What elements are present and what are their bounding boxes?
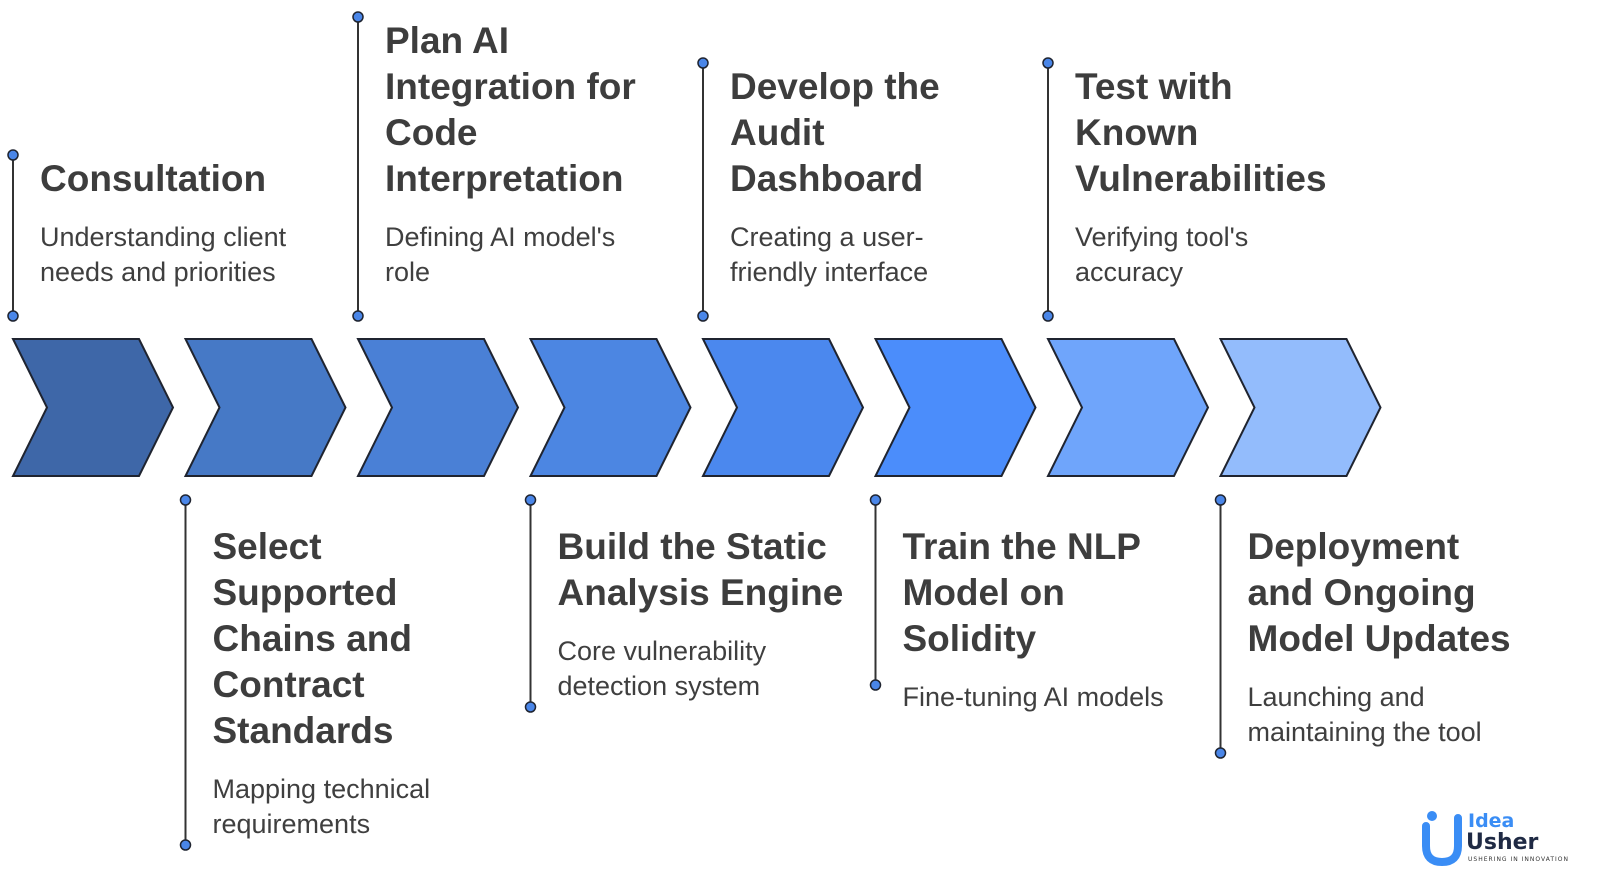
chevron-row — [11, 338, 1382, 477]
step-title: Consultation — [40, 156, 340, 202]
step-description: Fine-tuning AI models — [903, 680, 1203, 715]
step-title-line: Interpretation — [385, 158, 624, 199]
step-description-line: detection system — [557, 671, 761, 701]
chevron-step-6 — [873, 338, 1037, 477]
connector-dot-5-start — [697, 57, 709, 69]
step-description-line: Core vulnerability — [557, 636, 767, 666]
step-title-line: Select — [212, 526, 322, 567]
connector-dot-8-start — [1214, 494, 1227, 506]
step-title-line: Model on Solidity — [902, 572, 1065, 659]
step-title-line: Consultation — [40, 158, 267, 199]
logo-word-usher: Usher — [1466, 830, 1539, 855]
step-title-line: Vulnerabilities — [1075, 158, 1327, 199]
step-description: Defining AI model's role — [385, 220, 685, 290]
step-description-line: accuracy — [1075, 257, 1184, 287]
step-description-line: requirements — [212, 809, 371, 839]
step-description-line: Fine-tuning AI models — [902, 682, 1164, 712]
connector-layer — [7, 11, 1227, 851]
step-description-line: Mapping technical — [212, 774, 431, 804]
chevron-step-2 — [183, 338, 347, 477]
logo-u-icon — [1422, 811, 1462, 867]
connector-dot-1-end — [7, 310, 19, 322]
step-description-line: Verifying tool's — [1075, 222, 1249, 252]
connector-dot-1-start — [7, 149, 19, 161]
step-title-line: Chains and — [212, 618, 412, 659]
connector-dot-7-start — [1042, 57, 1054, 69]
logo-word-idea: Idea — [1468, 810, 1515, 832]
step-description: Mapping technical requirements — [213, 772, 513, 842]
step-description: Creating a user-friendly interface — [730, 220, 1030, 290]
step-title-line: Code — [385, 112, 478, 153]
step-title-line: Develop the — [730, 66, 940, 107]
connector-dot-2-end — [179, 839, 192, 851]
connector-dot-2-start — [179, 494, 192, 506]
connector-dot-6-end — [869, 679, 882, 691]
step-title-line: Model Updates — [1247, 618, 1511, 659]
connector-dot-3-end — [352, 310, 364, 322]
step-title-line: Contract — [212, 664, 365, 705]
step-title-line: Analysis Engine — [557, 572, 844, 613]
step-description: Core vulnerability detection system — [558, 634, 858, 704]
connector-dot-5-end — [697, 310, 709, 322]
idea-usher-logo: Idea Usher USHERING IN INNOVATION — [1420, 808, 1570, 868]
step-title: Train the NLP Model on Solidity — [903, 524, 1203, 662]
step-description-line: Launching and — [1247, 682, 1425, 712]
step-title-line: Deployment — [1247, 526, 1460, 567]
step-description-line: needs and priorities — [40, 257, 276, 287]
chevron-step-7 — [1046, 338, 1210, 477]
step-description-line: friendly interface — [730, 257, 929, 287]
step-description-line: Understanding client — [40, 222, 287, 252]
step-title-line: Audit — [730, 112, 825, 153]
step-description-line: Creating a user- — [730, 222, 924, 252]
chevron-step-4 — [528, 338, 692, 477]
step-description: Understanding client needs and priorities — [40, 220, 340, 290]
chevron-step-1 — [11, 338, 175, 477]
connector-dot-4-start — [524, 494, 537, 506]
connector-dot-6-start — [869, 494, 882, 506]
step-title-line: Supported — [212, 572, 398, 613]
step-title-line: Known — [1075, 112, 1199, 153]
logo-tagline: USHERING IN INNOVATION — [1468, 856, 1570, 863]
step-title-line: Train the NLP — [902, 526, 1141, 567]
connector-dot-3-start — [352, 11, 364, 23]
connector-dot-8-end — [1214, 747, 1227, 759]
step-title-line: Dashboard — [730, 158, 924, 199]
step-title-line: Plan AI — [385, 20, 510, 61]
step-title-line: Integration for — [385, 66, 636, 107]
chevron-step-5 — [701, 338, 865, 477]
step-description-line: role — [385, 257, 431, 287]
step-description-line: Defining AI model's — [385, 222, 616, 252]
chevron-step-8 — [1218, 338, 1382, 477]
step-title-line: Test with — [1075, 66, 1233, 107]
connector-dot-4-end — [524, 701, 537, 713]
step-title-line: Standards — [212, 710, 394, 751]
connector-dot-7-end — [1042, 310, 1054, 322]
step-title-line: and Ongoing — [1247, 572, 1476, 613]
step-description: Verifying tool's accuracy — [1075, 220, 1375, 290]
chevron-step-3 — [356, 338, 520, 477]
step-description: Launching and maintaining the tool — [1248, 680, 1548, 750]
step-title-line: Build the Static — [557, 526, 827, 567]
step-description-line: maintaining the tool — [1247, 717, 1482, 747]
